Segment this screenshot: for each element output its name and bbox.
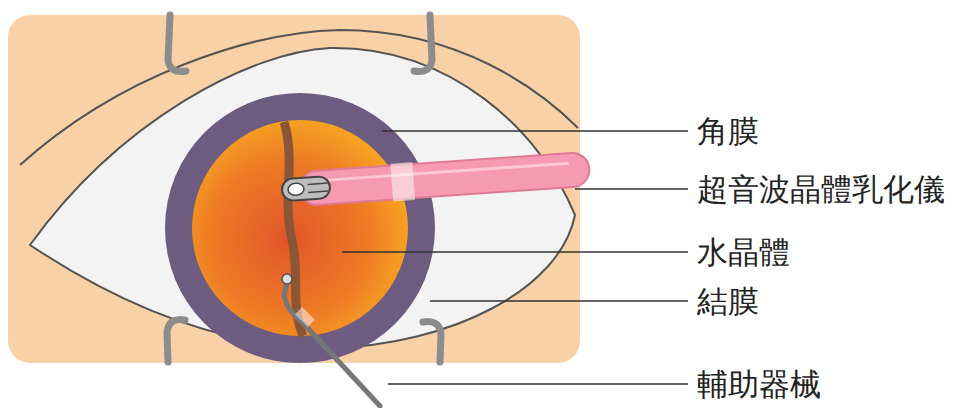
- leader-lines: [342, 131, 688, 384]
- phaco-probe: [281, 150, 591, 209]
- part-label: 角膜: [697, 114, 759, 148]
- assist-instrument: [282, 274, 380, 406]
- conjunctiva: [30, 48, 575, 348]
- part-label: 輔助器械: [697, 367, 821, 401]
- lens: [192, 120, 408, 336]
- part-label: 水晶體: [697, 235, 790, 269]
- part-label: 超音波晶體乳化儀: [697, 172, 945, 206]
- part-label: 結膜: [697, 284, 759, 318]
